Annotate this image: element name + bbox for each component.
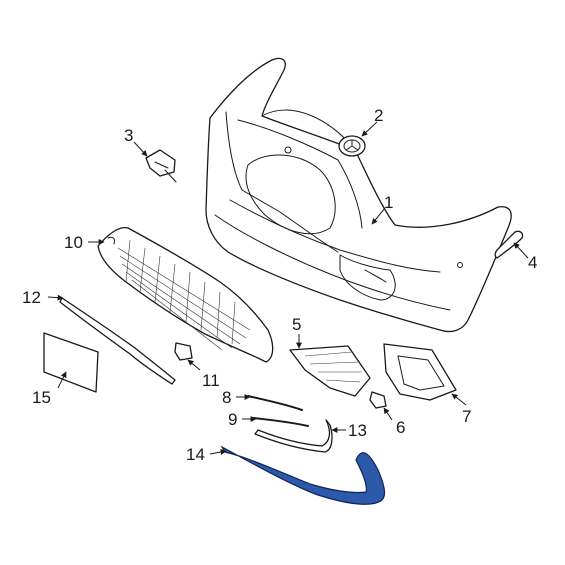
callout-8-label: 8 xyxy=(222,388,231,407)
part-9-trim-strip[interactable] xyxy=(253,417,309,427)
part-13-side-trim[interactable] xyxy=(254,419,333,453)
part-6-clip[interactable] xyxy=(369,391,387,409)
callout-10[interactable]: 10 xyxy=(64,233,105,252)
callout-6[interactable]: 6 xyxy=(383,407,405,437)
callout-7[interactable]: 7 xyxy=(451,393,471,426)
part-1-bumper-cover[interactable] xyxy=(205,57,512,333)
callout-5-label: 5 xyxy=(292,315,301,334)
part-7-fog-lamp-housing[interactable] xyxy=(383,343,457,401)
callout-14[interactable]: 14 xyxy=(186,445,227,464)
callout-10-label: 10 xyxy=(64,233,83,252)
callout-14-label: 14 xyxy=(186,445,205,464)
callout-8[interactable]: 8 xyxy=(222,388,251,407)
callout-4-label: 4 xyxy=(528,253,537,272)
callout-12-label: 12 xyxy=(22,288,41,307)
callout-2-label: 2 xyxy=(374,106,383,125)
callout-15[interactable]: 15 xyxy=(32,371,67,407)
callout-12[interactable]: 12 xyxy=(22,288,64,307)
callout-7-label: 7 xyxy=(462,407,471,426)
part-5-grille-insert[interactable] xyxy=(289,345,371,397)
part-4-side-molding[interactable] xyxy=(494,230,524,259)
callout-3[interactable]: 3 xyxy=(124,126,148,157)
callout-4[interactable]: 4 xyxy=(513,242,537,272)
callout-13-label: 13 xyxy=(348,421,367,440)
callout-5[interactable]: 5 xyxy=(292,315,302,349)
callout-1[interactable]: 1 xyxy=(371,193,393,225)
part-14-lower-trim-strip[interactable] xyxy=(220,445,386,505)
callout-11[interactable]: 11 xyxy=(187,359,220,390)
part-15-license-plate-bracket[interactable] xyxy=(43,332,99,393)
part-2-emblem[interactable] xyxy=(338,135,366,157)
callout-15-label: 15 xyxy=(32,388,51,407)
part-10-lower-grille[interactable] xyxy=(97,226,274,363)
callout-9-label: 9 xyxy=(228,410,237,429)
callout-3-label: 3 xyxy=(124,126,133,145)
callout-11-label: 11 xyxy=(202,371,220,390)
callout-9[interactable]: 9 xyxy=(228,410,257,429)
part-11-clip[interactable] xyxy=(174,342,193,361)
part-12-trim-strip[interactable] xyxy=(59,297,176,385)
callout-13[interactable]: 13 xyxy=(331,421,367,440)
callout-6-label: 6 xyxy=(396,418,405,437)
callout-1-label: 1 xyxy=(384,193,393,212)
part-3-bracket[interactable] xyxy=(145,149,177,183)
callout-2[interactable]: 2 xyxy=(361,106,383,137)
part-8-trim-strip[interactable] xyxy=(247,395,303,411)
